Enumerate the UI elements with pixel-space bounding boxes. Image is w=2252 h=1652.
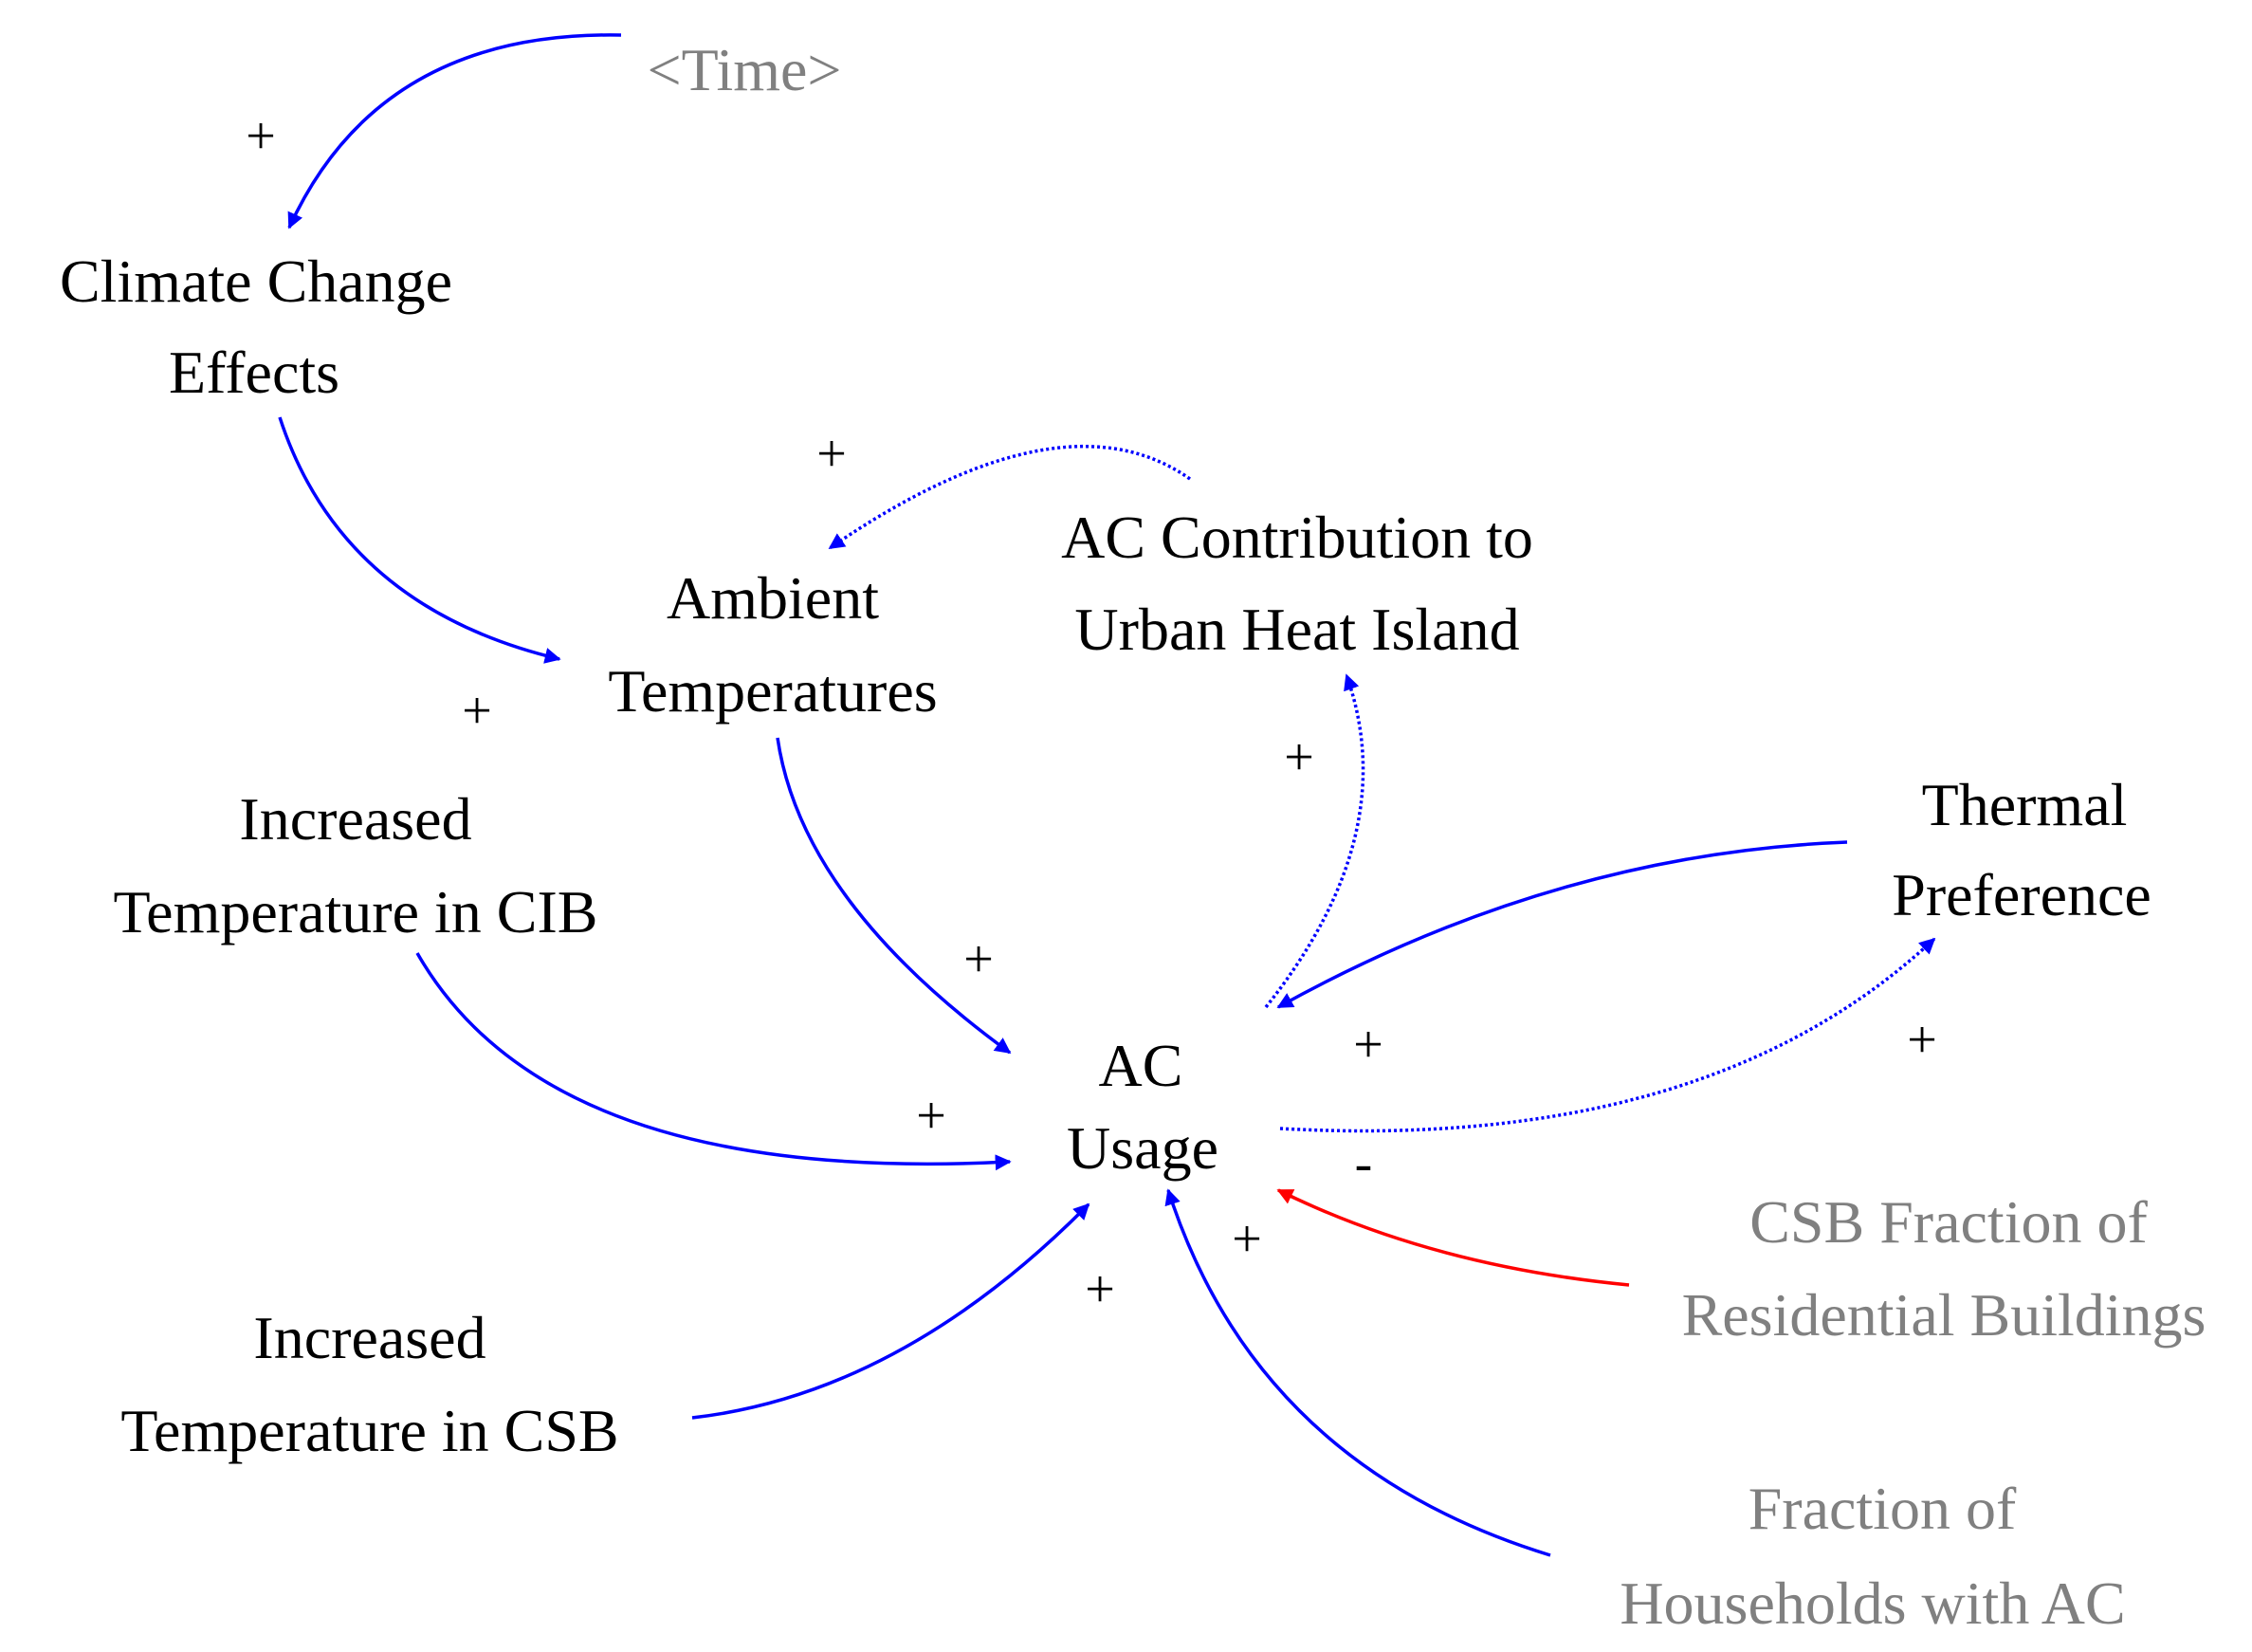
polarity-households-to-acusage: + xyxy=(1232,1210,1262,1269)
node-fraction-households-ac-line2: Households with AC xyxy=(1620,1569,2125,1637)
node-csb-fraction-line2: Residential Buildings xyxy=(1682,1281,2206,1349)
node-fraction-households-ac-line1: Fraction of xyxy=(1749,1475,2017,1542)
node-ac-usage-line1: AC xyxy=(1099,1032,1183,1099)
node-ambient-temperatures-line1: Ambient xyxy=(667,564,879,632)
node-csb-fraction-line1: CSB Fraction of xyxy=(1749,1188,2148,1256)
node-thermal-preference: Thermal Preference xyxy=(1892,771,2151,928)
node-fraction-households-ac: Fraction of Households with AC xyxy=(1620,1475,2125,1637)
link-csb-fraction-to-acusage xyxy=(1276,1188,1630,1287)
link-uhi-to-ambient xyxy=(828,445,1192,550)
node-increased-temp-csb: Increased Temperature in CSB xyxy=(120,1304,618,1464)
node-increased-temp-cib-line1: Increased xyxy=(239,785,471,853)
node-thermal-preference-line2: Preference xyxy=(1892,861,2151,928)
link-ambient-to-acusage xyxy=(776,737,1012,1055)
node-time-label: <Time> xyxy=(648,36,842,103)
link-households-to-acusage xyxy=(1164,1188,1551,1557)
polarity-acusage-to-uhi: + xyxy=(1284,728,1314,787)
polarity-climate-to-ambient: + xyxy=(462,682,492,741)
node-climate-change-effects-line2: Effects xyxy=(169,339,339,406)
node-increased-temp-csb-line1: Increased xyxy=(253,1304,485,1371)
polarity-thermal-to-acusage: + xyxy=(1353,1016,1383,1074)
link-cib-to-acusage xyxy=(415,952,1012,1171)
node-ac-usage: AC Usage xyxy=(1067,1032,1218,1182)
node-thermal-preference-line1: Thermal xyxy=(1922,771,2128,838)
polarity-uhi-to-ambient: + xyxy=(816,425,847,484)
link-acusage-to-thermal xyxy=(1279,937,1936,1133)
polarity-acusage-to-thermal: + xyxy=(1907,1011,1937,1070)
link-acusage-to-uhi xyxy=(1264,673,1365,1009)
link-csb-temp-to-acusage xyxy=(691,1202,1090,1420)
polarity-csb-fraction-to-acusage: - xyxy=(1355,1134,1373,1193)
link-time-to-climate xyxy=(287,33,622,229)
polarity-time-to-climate: + xyxy=(246,107,276,166)
node-ac-contribution-uhi-line2: Urban Heat Island xyxy=(1074,596,1519,663)
node-increased-temp-cib-line2: Temperature in CIB xyxy=(114,878,598,945)
polarity-csb-temp-to-acusage: + xyxy=(1085,1260,1115,1319)
node-time: <Time> xyxy=(648,36,842,103)
polarity-cib-to-acusage: + xyxy=(916,1087,946,1146)
polarity-ambient-to-acusage: + xyxy=(963,930,994,989)
node-csb-fraction: CSB Fraction of Residential Buildings xyxy=(1682,1188,2206,1349)
node-ac-contribution-uhi: AC Contribution to Urban Heat Island xyxy=(1061,504,1533,663)
node-ac-contribution-uhi-line1: AC Contribution to xyxy=(1061,504,1533,571)
node-climate-change-effects-line1: Climate Change xyxy=(60,248,452,315)
link-climate-to-ambient xyxy=(278,416,561,664)
node-ambient-temperatures: Ambient Temperatures xyxy=(608,564,937,725)
node-increased-temp-csb-line2: Temperature in CSB xyxy=(120,1397,618,1464)
node-ambient-temperatures-line2: Temperatures xyxy=(608,657,937,725)
link-thermal-to-acusage xyxy=(1276,840,1848,1009)
node-climate-change-effects: Climate Change Effects xyxy=(60,248,452,406)
node-ac-usage-line2: Usage xyxy=(1067,1114,1218,1182)
node-increased-temp-cib: Increased Temperature in CIB xyxy=(114,785,598,945)
